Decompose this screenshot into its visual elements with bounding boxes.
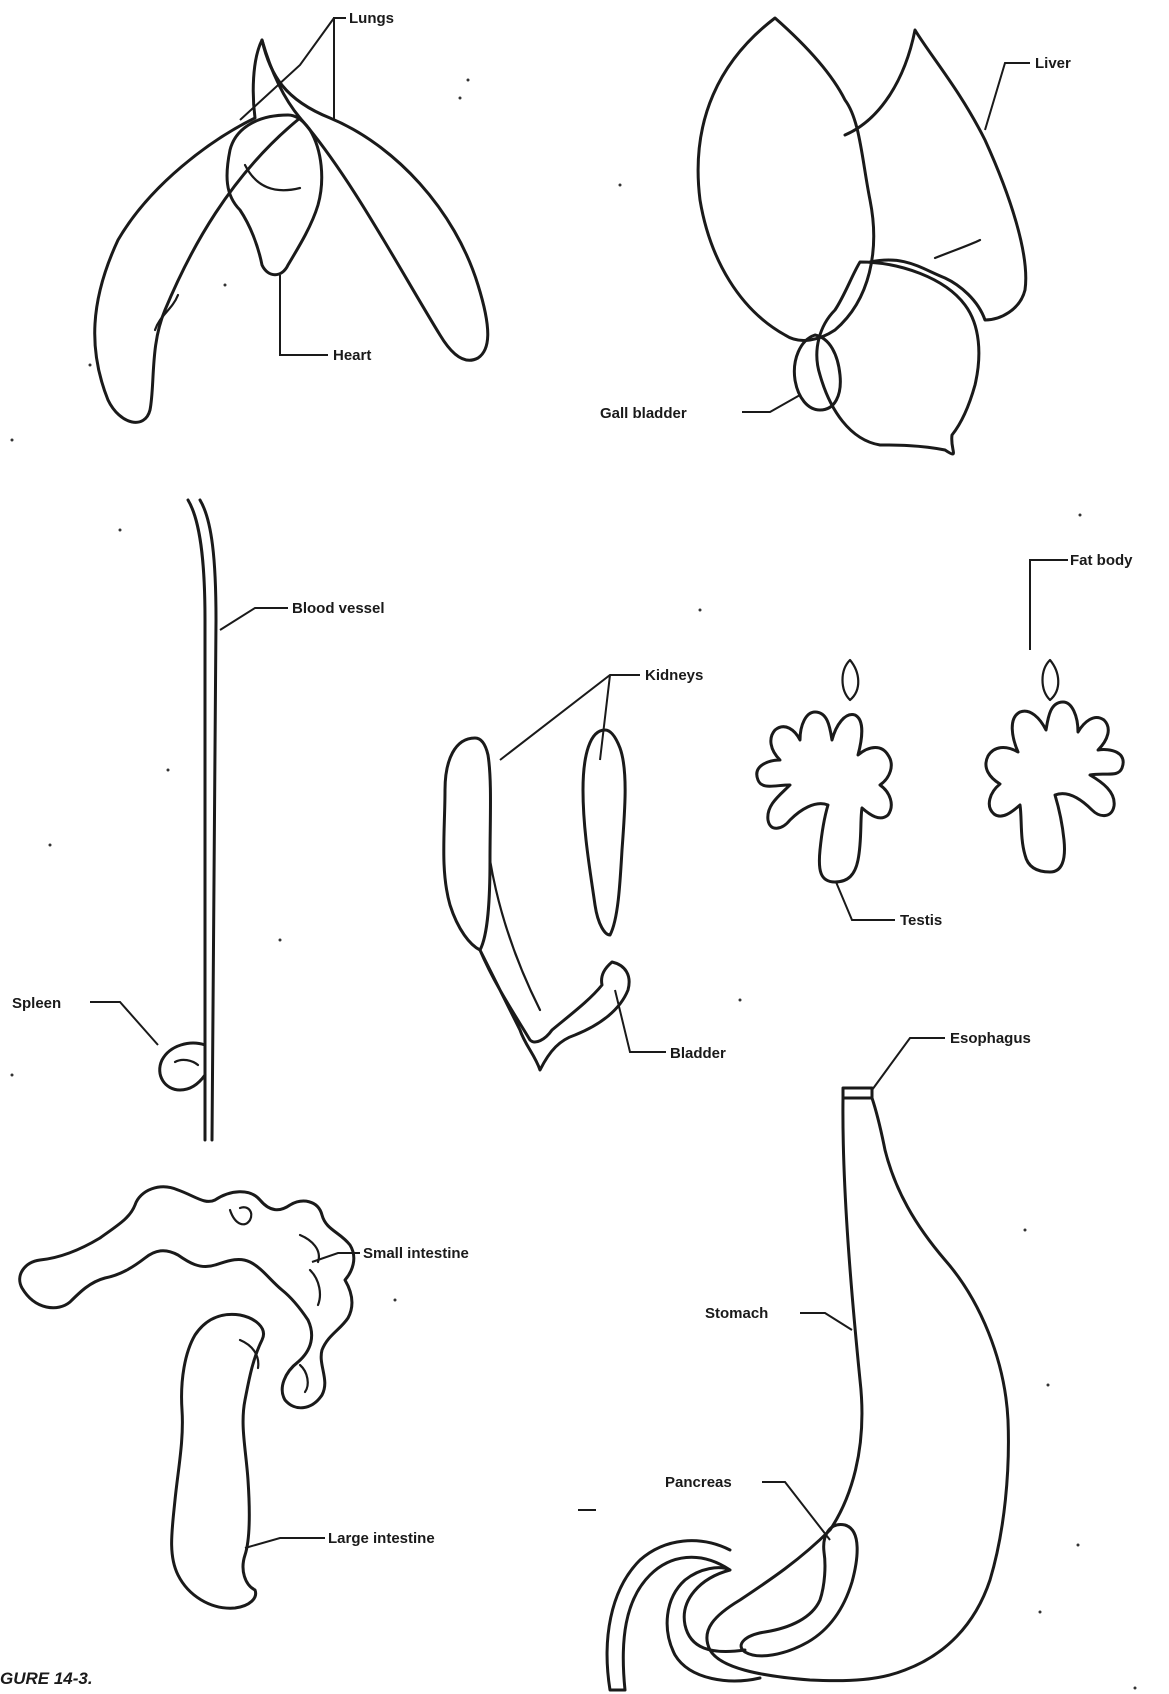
stomach	[707, 1098, 1009, 1681]
heart-label: Heart	[333, 347, 371, 364]
large-intestine-label: Large intestine	[328, 1530, 435, 1547]
kidneys-group: Kidneys Bladder	[444, 667, 726, 1070]
small-intestine	[20, 1187, 354, 1408]
gall-bladder-leader	[742, 395, 800, 412]
liver-group: Liver Gall bladder	[600, 18, 1071, 454]
lungs-heart-group: Lungs Heart	[95, 10, 488, 422]
stomach-leader	[800, 1313, 852, 1330]
pancreas-label: Pancreas	[665, 1474, 732, 1491]
esophagus	[843, 1088, 872, 1098]
blood-vessel-group: Blood vessel Spleen	[12, 500, 385, 1140]
figure-caption: GURE 14-3.	[0, 1669, 93, 1688]
heart-leader	[280, 275, 328, 355]
blood-vessel-label: Blood vessel	[292, 600, 385, 617]
pancreas-leader	[762, 1482, 830, 1540]
testis-label: Testis	[900, 912, 942, 929]
fat-body-left	[843, 660, 859, 700]
ureters-bladder	[480, 950, 629, 1070]
liver-left-lobe	[698, 18, 874, 340]
spleen	[160, 1043, 205, 1090]
right-lung	[262, 40, 488, 360]
lungs-label: Lungs	[349, 10, 394, 27]
liver-leader	[985, 63, 1030, 130]
large-intestine-leader	[245, 1538, 325, 1548]
liver-label: Liver	[1035, 55, 1071, 72]
liver-lower-lobe	[817, 262, 979, 454]
scan-specks	[11, 79, 1137, 1690]
bladder-label: Bladder	[670, 1045, 726, 1062]
fat-body-label: Fat body	[1070, 552, 1133, 569]
intestines-group: Small intestine Large intestine	[20, 1187, 469, 1608]
esophagus-label: Esophagus	[950, 1030, 1031, 1047]
right-testis	[986, 702, 1123, 872]
testis-leader	[836, 882, 895, 920]
spleen-label: Spleen	[12, 995, 61, 1012]
pancreas	[741, 1525, 857, 1656]
liver-right-lobe	[845, 30, 1026, 320]
stomach-group: Esophagus Stomach Pancreas	[607, 1030, 1031, 1690]
kidneys-label: Kidneys	[645, 667, 703, 684]
left-testis	[757, 712, 891, 882]
blood-vessel-leader	[220, 608, 288, 630]
small-intestine-label: Small intestine	[363, 1245, 469, 1262]
left-lung	[95, 40, 300, 422]
testis-group: Fat body Testis	[757, 552, 1133, 929]
fat-body-right	[1043, 660, 1059, 700]
right-kidney	[583, 730, 625, 935]
spleen-leader	[90, 1002, 158, 1045]
stomach-label: Stomach	[705, 1305, 768, 1322]
gall-bladder-label: Gall bladder	[600, 405, 687, 422]
fat-body-leader	[1030, 560, 1068, 650]
large-intestine	[172, 1314, 264, 1608]
esophagus-leader	[872, 1038, 945, 1090]
left-kidney	[444, 738, 491, 950]
